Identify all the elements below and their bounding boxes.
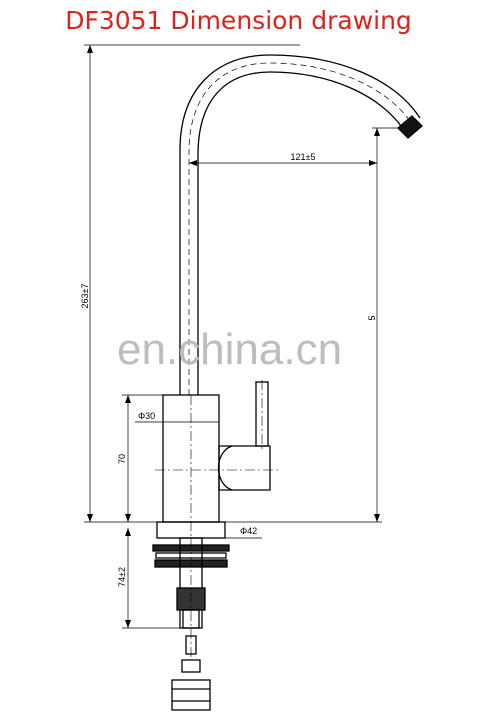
dim-base-diameter: Φ42 xyxy=(240,526,257,536)
page-title: DF3051 Dimension drawing xyxy=(65,6,412,35)
dim-shank-length: 74±2 xyxy=(117,567,127,587)
dim-body-diameter: Φ30 xyxy=(138,411,155,421)
dim-reach: 121±5 xyxy=(291,152,316,162)
spout-inner xyxy=(197,71,405,395)
spout-tip xyxy=(397,115,423,139)
ferrule xyxy=(181,659,201,673)
spout-centerline xyxy=(188,62,413,395)
dim-total-height: 263±7 xyxy=(80,284,90,309)
spout-outer xyxy=(179,54,421,395)
watermark: en.china.cn xyxy=(117,325,342,374)
nut xyxy=(171,679,211,711)
handle-boss xyxy=(218,445,271,491)
dim-body-height: 70 xyxy=(117,454,127,464)
dim-spout-height: 5 xyxy=(367,315,377,320)
